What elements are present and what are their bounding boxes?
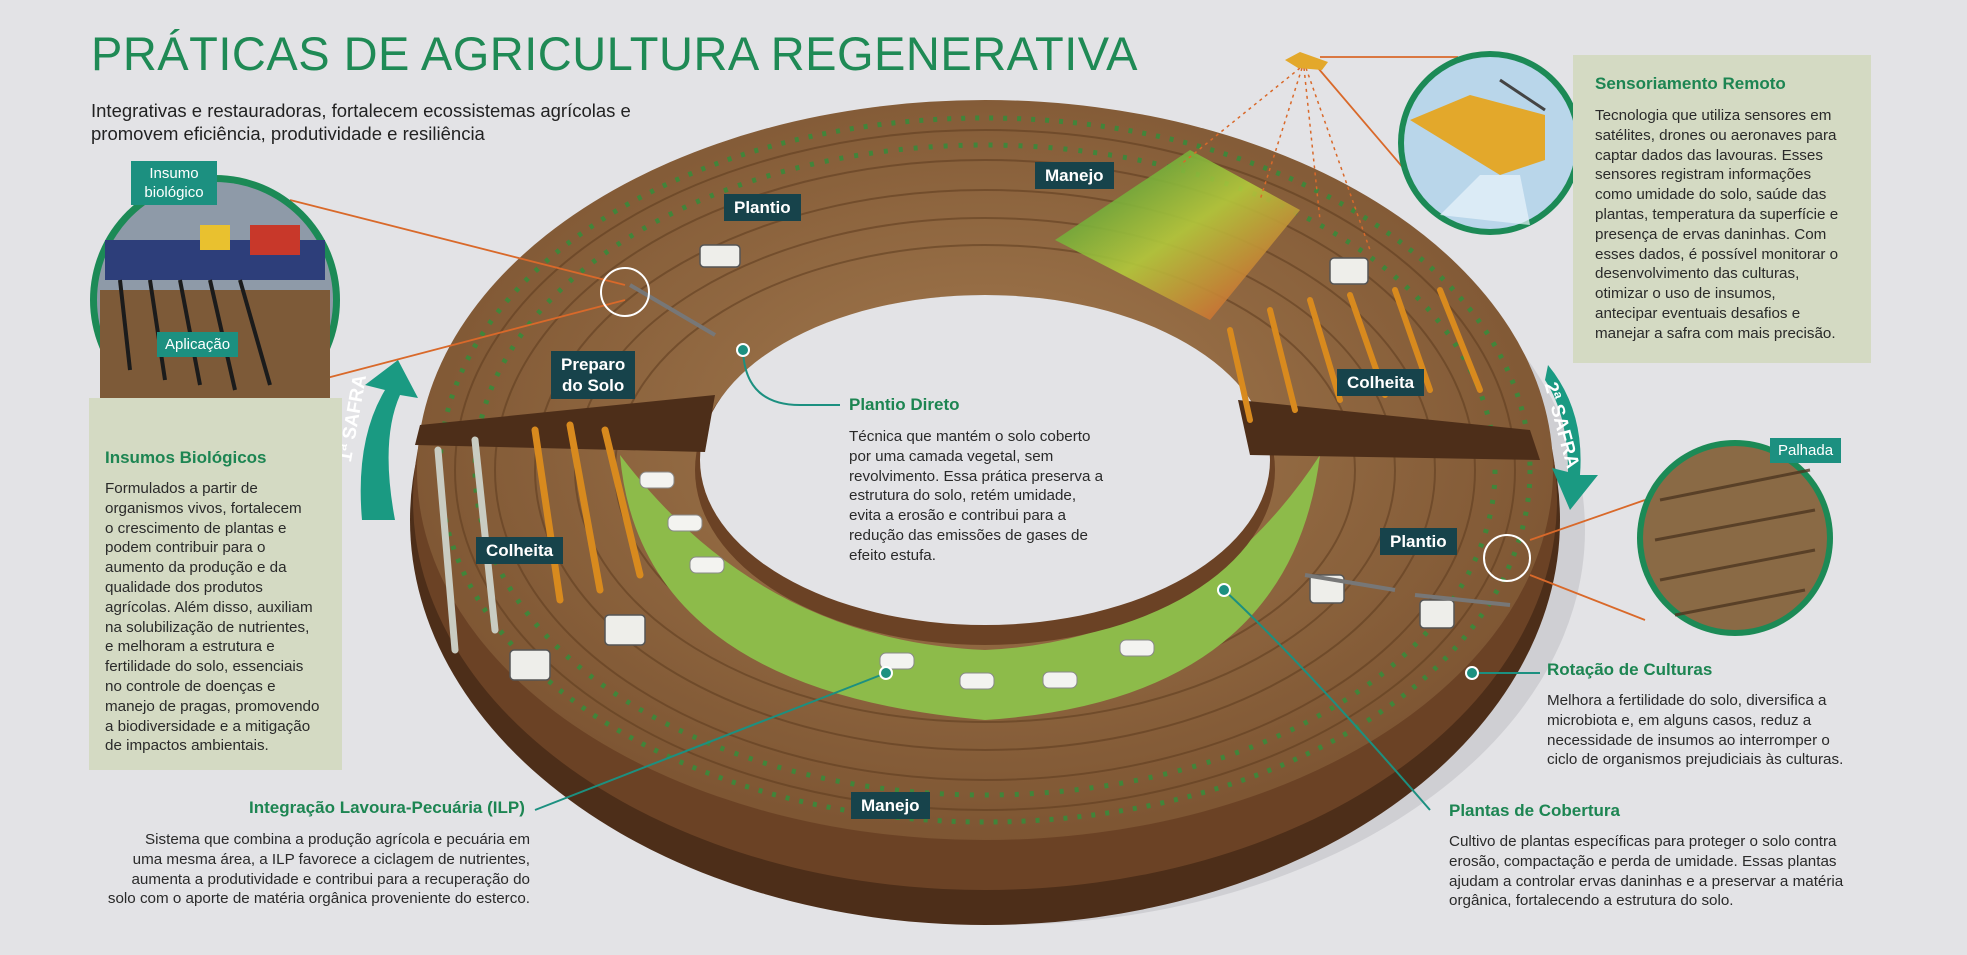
label-aplicacao: Aplicação [157,332,239,357]
text-line: esses dados, é possível monitorar o [1595,245,1839,263]
label-palhada: Palhada [1770,438,1842,463]
sensoriamento-title: Sensoriamento Remoto [1595,74,1786,93]
tag-preparo-do-solo: Preparo do Solo [551,351,636,399]
sensoriamento-panel [1573,55,1871,363]
text-line: ajudam a controlar ervas daninhas e a pr… [1449,872,1844,890]
label-insumo-biologico: Insumo biológico [131,161,217,205]
text-line: e melhoram a estrutura e [105,638,275,656]
rotacao-title: Rotação de Culturas [1547,660,1713,679]
plantio-direto-title: Plantio Direto [849,395,960,414]
text-line: no controle de doenças e [105,677,276,695]
sensoriamento-text: Tecnologia que utiliza sensores em satél… [1595,106,1865,344]
tag-plantio-right: Plantio [1380,528,1457,555]
text-line: ciclo de organismos prejudiciais às cult… [1547,751,1844,769]
text-line: evita a erosão e contribui para a [849,507,1066,525]
text-line: presença de ervas daninhas. Com [1595,225,1827,243]
text-line: estrutura do solo, retém umidade, [849,487,1077,505]
text-line: microbiota e, em alguns casos, reduz a [1547,711,1812,729]
text-line: solo com o aporte de matéria orgânica pr… [107,890,530,908]
insumos-title: Insumos Biológicos [105,448,267,467]
text-line: captar dados das lavouras. Esses [1595,146,1823,164]
tag-plantio-top: Plantio [724,194,801,221]
text-line: podem contribuir para o [105,539,266,557]
text-line: necessidade de insumos ao interromper o [1547,731,1830,749]
label-insumo-line2: biológico [144,184,204,201]
text-line: por uma camada vegetal, sem [849,447,1054,465]
cobertura-title: Plantas de Cobertura [1449,801,1620,820]
tag-colheita-right: Colheita [1337,369,1425,396]
insumos-panel [89,398,342,770]
text-line: sensores registram informações [1595,166,1812,184]
text-line: Formulados a partir de [105,480,258,497]
plantio-direto-text: Técnica que mantém o solo coberto por um… [849,427,1139,566]
text-line: redução das emissões de gases de [849,526,1088,544]
text-line: qualidade dos produtos [105,578,263,596]
text-line: Sistema que combina a produção agrícola … [145,831,530,848]
text-line: efeito estufa. [849,546,936,564]
text-line: antecipar eventuais desafios e [1595,304,1801,322]
tag-preparo-line2: do Solo [561,376,625,395]
text-line: Técnica que mantém o solo coberto [849,428,1091,445]
text-line: como umidade do solo, saúde das [1595,186,1827,204]
ilp-title: Integração Lavoura-Pecuária (ILP) [249,798,525,817]
text-line: organismos vivos, fortalecem [105,499,302,517]
text-line: otimizar o uso de insumos, [1595,285,1776,303]
text-line: Tecnologia que utiliza sensores em [1595,107,1832,124]
rotacao-text: Melhora a fertilidade do solo, diversifi… [1547,691,1877,770]
text-line: agrícolas. Além disso, auxiliam [105,598,313,616]
tag-manejo-top: Manejo [1035,162,1114,189]
page-title: PRÁTICAS DE AGRICULTURA REGENERATIVA [91,27,1138,80]
straw-photo-icon [1637,440,1833,636]
planter-photo-icon [90,175,340,425]
text-line: aumento da produção e da [105,559,287,577]
text-line: revolvimento. Essa prática preserva a [849,467,1104,485]
text-line: o crescimento de plantas e [105,519,287,537]
drone-icon [1398,51,1582,235]
text-line: manejar a safra com mais precisão. [1595,324,1836,342]
text-line: manejo de pragas, promovendo [105,697,320,715]
text-line: na solubilização de nutrientes, [105,618,310,636]
text-line: a biodiversidade e a mitigação [105,717,311,735]
text-line: satélites, drones ou aeronaves para [1595,126,1837,144]
cobertura-text: Cultivo de plantas específicas para prot… [1449,832,1879,911]
text-line: fertilidade do solo, essenciais [105,658,304,676]
tag-preparo-line1: Preparo [561,355,626,374]
text-line: desenvolvimento das culturas, [1595,265,1800,283]
text-line: aumenta a produtividade e contribui para… [131,870,530,888]
page-subtitle: Integrativas e restauradoras, fortalecem… [91,100,631,144]
text-line: plantas, temperatura da superfície e [1595,205,1839,223]
ilp-text: Sistema que combina a produção agrícola … [80,830,530,909]
text-line: orgânica, fortalecendo a estrutura do so… [1449,892,1734,910]
text-line: uma mesma área, a ILP favorece a ciclage… [132,850,530,868]
tag-manejo-bottom: Manejo [851,792,930,819]
insumos-text: Formulados a partir de organismos vivos,… [105,479,340,756]
tag-colheita-left: Colheita [476,537,564,564]
label-insumo-line1: Insumo [149,165,199,182]
text-line: Melhora a fertilidade do solo, diversifi… [1547,692,1827,709]
text-line: de impactos ambientais. [105,737,269,755]
text-line: Cultivo de plantas específicas para prot… [1449,833,1837,850]
text-line: erosão, compactação e perda de umidade. … [1449,852,1837,870]
